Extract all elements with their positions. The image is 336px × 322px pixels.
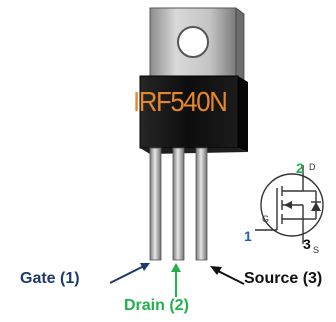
drain-pin-label: Drain (2) <box>124 297 189 314</box>
symbol-source-letter: S <box>313 245 320 255</box>
symbol-drain-number: 2 <box>296 160 304 176</box>
mosfet-schematic-symbol <box>255 165 324 244</box>
drain-lead <box>172 147 185 261</box>
symbol-circle <box>260 173 324 237</box>
symbol-drain-letter: D <box>309 162 316 172</box>
symbol-source-number: 3 <box>303 236 311 252</box>
symbol-gate-number: 1 <box>244 228 252 244</box>
mounting-hole <box>177 26 209 58</box>
pointer-arrows <box>109 263 245 297</box>
source-arrow <box>210 266 245 285</box>
metal-tab <box>149 7 245 83</box>
package-body <box>139 75 248 154</box>
gate-arrow <box>109 263 150 284</box>
channel-arrow <box>284 201 292 209</box>
gate-lead <box>149 147 162 261</box>
leads <box>149 147 208 261</box>
symbol-gate-letter: G <box>262 214 270 224</box>
source-pin-label: Source (3) <box>244 270 323 287</box>
part-number-marking: IRF540N <box>133 86 228 117</box>
source-lead <box>195 147 208 261</box>
gate-pin-label: Gate (1) <box>20 270 80 287</box>
body-diode-icon <box>311 202 321 211</box>
drain-arrow <box>171 263 181 297</box>
